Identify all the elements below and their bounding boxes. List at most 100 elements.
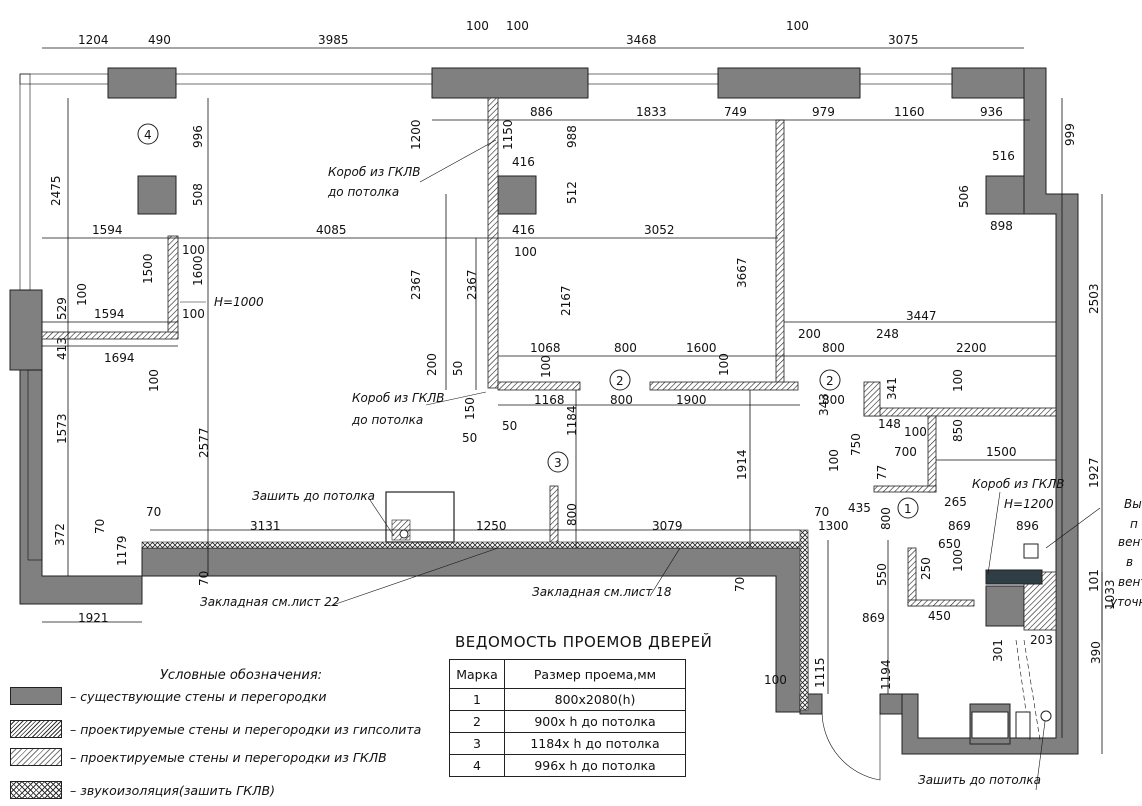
legend-gypsolite-text: – проектируемые стены и перегородки из г…	[70, 721, 422, 737]
schedule-cell: 3	[449, 732, 505, 755]
dimension-label: 77	[875, 465, 889, 480]
gklv-swatch	[10, 748, 62, 766]
dimension-label-top: 100	[466, 19, 489, 33]
dimension-label: 1250	[476, 519, 507, 533]
dimension-label: 850	[951, 419, 965, 442]
dimension-label: 2167	[559, 285, 573, 316]
dimension-label: 416	[512, 155, 535, 169]
dimension-label: 265	[944, 495, 967, 509]
window-frames	[19, 73, 953, 561]
dimension-label-top: 100	[786, 19, 809, 33]
dimension-label: 341	[885, 377, 899, 400]
dimension-label: 550	[875, 563, 889, 586]
dimension-label: 886	[530, 105, 553, 119]
dimension-label: 996	[191, 125, 205, 148]
dimension-label: 1200	[409, 119, 423, 150]
dimension-label: 435	[848, 501, 871, 515]
dimension-label: 100	[717, 353, 731, 376]
dimension-label: 413	[55, 337, 69, 360]
dimension-label: 100	[539, 355, 553, 378]
dimension-label: 749	[724, 105, 747, 119]
annotation-vent-5: вент	[1118, 575, 1142, 589]
dimension-label: 516	[992, 149, 1015, 163]
dimension-label: 343	[817, 393, 831, 416]
dimension-label: 700	[894, 445, 917, 459]
dimension-label: 3079	[652, 519, 683, 533]
dimension-label-top: 3985	[318, 33, 349, 47]
dimension-label: 100	[904, 425, 927, 439]
door-schedule-table: Марка Размер проема,мм 1 800х2080(h) 2 9…	[449, 659, 686, 777]
dimension-label: 999	[1063, 123, 1077, 146]
dimension-label: 800	[610, 393, 633, 407]
dimension-label: 50	[502, 419, 517, 433]
dimension-label: 70	[733, 577, 747, 592]
room-mark-number: 2	[616, 374, 624, 388]
dimension-label: 800	[614, 341, 637, 355]
dimension-label-top: 100	[506, 19, 529, 33]
dimension-label: 650	[938, 537, 961, 551]
fixtures	[399, 529, 1052, 739]
dimension-label: 2577	[197, 427, 211, 458]
dimension-label: 896	[1016, 519, 1039, 533]
legend-sound-text: – звукоизоляция(зашить ГКЛВ)	[70, 782, 275, 798]
dimension-label: 1068	[530, 341, 561, 355]
dimension-label: 1833	[636, 105, 667, 119]
dimension-label: 1500	[141, 253, 155, 284]
dimension-label: 1300	[818, 519, 849, 533]
dimension-label-top: 3468	[626, 33, 657, 47]
annotation-box-gklv-2: Короб из ГКЛВ	[352, 391, 445, 405]
dimension-label: 248	[876, 327, 899, 341]
room-mark-number: 3	[554, 456, 562, 470]
dimension-label: 800	[565, 503, 579, 526]
dimension-label: 372	[53, 523, 67, 546]
legend-gypsolite: – проектируемые стены и перегородки из г…	[10, 718, 421, 740]
dimension-label: 1168	[534, 393, 565, 407]
annotation-sew-up-1: Зашить до потолка	[252, 489, 375, 503]
dimension-label: 70	[197, 571, 211, 586]
dimension-lines	[42, 47, 1103, 754]
dimension-label: 3052	[644, 223, 675, 237]
dimension-label: 416	[512, 223, 535, 237]
dimension-label: 100	[951, 549, 965, 572]
dimension-label: 512	[565, 181, 579, 204]
dimension-label: 750	[849, 433, 863, 456]
dimension-label: 100	[75, 283, 89, 306]
dimension-label: 100	[182, 307, 205, 321]
schedule-cell: 1	[449, 688, 505, 711]
dimension-label: 1600	[191, 255, 205, 286]
legend-gklv: – проектируемые стены и перегородки из Г…	[10, 746, 387, 768]
dimension-label: 979	[812, 105, 835, 119]
dimension-label: 2503	[1087, 283, 1101, 314]
existing-wall-swatch	[10, 687, 62, 705]
annotation-vent-1: Выб	[1124, 497, 1142, 511]
dimension-label: 1694	[104, 351, 135, 365]
room-marks	[137, 123, 919, 519]
dimension-label: 70	[146, 505, 161, 519]
dimension-label: 2200	[956, 341, 987, 355]
legend-sound: – звукоизоляция(зашить ГКЛВ)	[10, 779, 275, 801]
legend-existing-text: – существующие стены и перегородки	[70, 688, 327, 704]
legend-gklv-text: – проектируемые стены и перегородки из Г…	[70, 749, 387, 765]
dimension-label: 2367	[465, 269, 479, 300]
dimension-label: 100	[514, 245, 537, 259]
dimension-label: 101	[1087, 569, 1101, 592]
dimension-label: 1600	[686, 341, 717, 355]
leader-lines	[180, 139, 1101, 791]
schedule-header-size: Размер проема,мм	[504, 659, 686, 689]
dimension-label: 148	[878, 417, 901, 431]
dimension-label: 100	[147, 369, 161, 392]
annotation-box-gklv-3: Короб из ГКЛВ	[972, 477, 1065, 491]
dimension-label: 2475	[49, 175, 63, 206]
dimension-label: 800	[822, 393, 845, 407]
annotation-h1200: Н=1200	[1004, 497, 1054, 511]
annotation-vent-2: п	[1130, 517, 1138, 531]
table-row: 2 900х h до потолка	[449, 710, 686, 733]
dimension-label: 1500	[986, 445, 1017, 459]
dimension-label: 1914	[735, 449, 749, 480]
annotation-vent-6: уточн	[1109, 595, 1142, 609]
dimension-label: 988	[565, 125, 579, 148]
dimension-label: 203	[1030, 633, 1053, 647]
